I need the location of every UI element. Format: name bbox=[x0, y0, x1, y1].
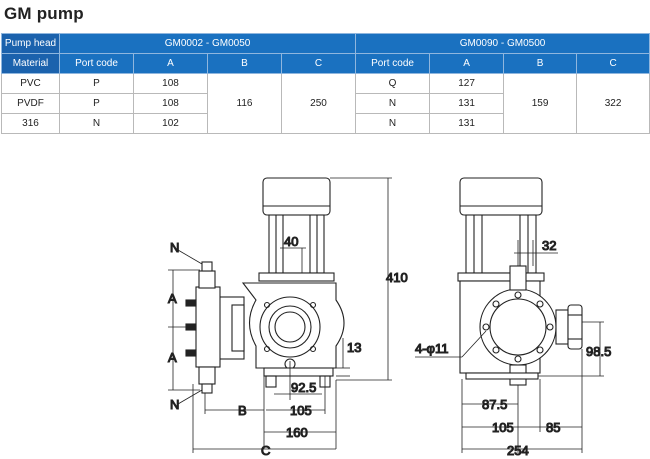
b-cell-merged: 159 bbox=[503, 73, 578, 134]
c-cell-merged: 322 bbox=[576, 73, 650, 134]
col-header: Port code bbox=[59, 53, 134, 74]
table-header-row-2: Material Port code A B C Port code A B C bbox=[1, 53, 650, 74]
spec-table: Pump head GM0002 - GM0050 GM0090 - GM050… bbox=[1, 33, 650, 134]
col-header: B bbox=[207, 53, 282, 74]
outlet-port-side bbox=[509, 265, 527, 291]
hole-spec-label: 4-φ11 bbox=[415, 341, 448, 356]
motor-cap-side bbox=[459, 177, 543, 216]
dim-410-label: 410 bbox=[386, 270, 408, 285]
inlet-valve bbox=[198, 366, 216, 385]
col-header: B bbox=[503, 53, 578, 74]
col-header: A bbox=[133, 53, 208, 74]
pump-dimension-drawing: N N A A B C 40 410 13 92.5 105 160 bbox=[167, 177, 612, 459]
table-row: PVC P 108 116 250 Q 127 159 322 bbox=[1, 73, 650, 134]
b-cell-merged: 116 bbox=[207, 73, 282, 134]
a-cell: 102 bbox=[133, 113, 208, 134]
material-label: Material bbox=[1, 53, 60, 74]
table-row: 316 N 102 N 131 bbox=[1, 113, 650, 134]
group-header-1: GM0002 - GM0050 bbox=[58, 33, 357, 54]
page-title: GM pump bbox=[4, 4, 84, 23]
group-header-2: GM0090 - GM0500 bbox=[355, 33, 650, 54]
motor-cap bbox=[262, 177, 331, 216]
port-code-cell: Q bbox=[355, 73, 431, 94]
dim-92-5-label: 92.5 bbox=[291, 380, 316, 395]
port-n-bottom-label: N bbox=[170, 397, 179, 412]
base-plate bbox=[263, 367, 334, 377]
dim-c-label: C bbox=[261, 443, 270, 458]
stroke-knob-side bbox=[555, 309, 569, 345]
dim-87-5-label: 87.5 bbox=[482, 397, 507, 412]
dim-105-side-label: 105 bbox=[492, 420, 514, 435]
pump-head-side bbox=[479, 288, 557, 366]
col-header: Port code bbox=[355, 53, 431, 74]
port-code-cell: P bbox=[59, 93, 134, 114]
c-cell-merged: 250 bbox=[280, 73, 357, 134]
dim-b-label: B bbox=[238, 403, 247, 418]
dim-40-label: 40 bbox=[284, 234, 298, 249]
col-header: C bbox=[280, 53, 357, 74]
a-cell: 108 bbox=[133, 73, 208, 94]
dim-85-label: 85 bbox=[546, 420, 560, 435]
a-cell: 108 bbox=[133, 93, 208, 114]
a-cell: 127 bbox=[429, 73, 505, 94]
motor-flange bbox=[258, 272, 335, 282]
a-cell: 131 bbox=[429, 113, 505, 134]
table-header-row-1: Pump head GM0002 - GM0050 GM0090 - GM050… bbox=[1, 33, 650, 54]
motor-body bbox=[268, 214, 325, 274]
dim-a-bottom-label: A bbox=[168, 350, 177, 365]
material-cell: PVDF bbox=[1, 93, 60, 114]
front-view bbox=[168, 177, 392, 453]
side-view bbox=[415, 177, 604, 453]
col-header: A bbox=[429, 53, 505, 74]
material-cell: 316 bbox=[1, 113, 60, 134]
a-cell: 131 bbox=[429, 93, 505, 114]
dim-254-label: 254 bbox=[507, 443, 529, 458]
pump-head-label: Pump head bbox=[1, 33, 60, 54]
dim-13-label: 13 bbox=[347, 340, 361, 355]
port-code-cell: N bbox=[59, 113, 134, 134]
port-code-cell: P bbox=[59, 73, 134, 94]
outlet-valve bbox=[198, 270, 216, 289]
dim-32-label: 32 bbox=[542, 238, 556, 253]
port-n-top-label: N bbox=[170, 240, 179, 255]
port-code-cell: N bbox=[355, 93, 431, 114]
motor-body-side bbox=[465, 214, 537, 274]
material-cell: PVC bbox=[1, 73, 60, 94]
diaphragm-chamber bbox=[195, 286, 221, 368]
dim-105-label: 105 bbox=[290, 403, 312, 418]
dim-98-5-label: 98.5 bbox=[586, 344, 611, 359]
port-code-cell: N bbox=[355, 113, 431, 134]
dim-a-top-label: A bbox=[168, 291, 177, 306]
col-header: C bbox=[576, 53, 650, 74]
dim-160-label: 160 bbox=[286, 425, 308, 440]
